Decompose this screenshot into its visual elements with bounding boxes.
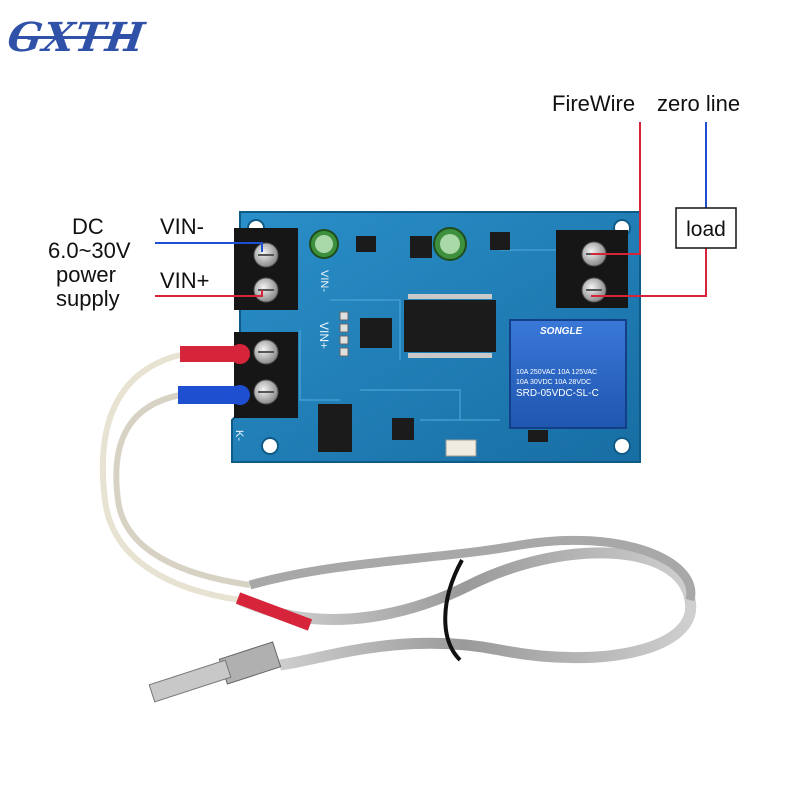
main-ic-pins [408, 294, 492, 358]
mount-hole-bl [261, 437, 279, 455]
load-return-wire [591, 248, 707, 297]
secondary-ic-chip [360, 318, 392, 348]
relay-model: SRD-05VDC-SL-C [516, 388, 599, 399]
relay [509, 319, 627, 429]
vin-plus-wire [155, 290, 263, 297]
firewire-label: FireWire [552, 91, 636, 116]
inductor [410, 236, 432, 258]
ring-lug-blue [178, 385, 250, 405]
small-ic-chip [392, 418, 414, 440]
vin-minus-label: VIN- [160, 214, 204, 239]
power-source-line1: DC [72, 214, 104, 239]
power-terminal-block [234, 228, 298, 310]
smd-transistor-2 [490, 232, 510, 250]
smd-transistor-1 [356, 236, 376, 252]
firewire-wire [591, 122, 641, 255]
power-source-line2: 6.0~30V [48, 238, 131, 263]
relay-rating-2: 10A 30VDC 10A 28VDC [516, 379, 591, 386]
bottom-ic-chip [318, 404, 352, 452]
silk-vin-minus: VIN- [318, 270, 330, 292]
ring-lug-red [180, 344, 250, 364]
zero-line-label: zero line [657, 91, 741, 116]
relay-brand: SONGLE [540, 326, 583, 337]
capacitor-left [309, 229, 339, 259]
vin-minus-wire [155, 242, 263, 252]
silk-k: K- [233, 430, 245, 441]
silk-vin-plus: VIN+ [317, 322, 331, 349]
thermocouple-probe-head [148, 641, 282, 703]
load-label: load [686, 218, 726, 241]
jst-connector [445, 439, 477, 457]
header-pins [339, 311, 349, 357]
main-ic-chip [404, 300, 496, 352]
relay-rating-1: 10A 250VAC 10A 125VAC [516, 369, 597, 376]
power-source-line4: supply [56, 286, 120, 311]
pcb-traces [299, 249, 560, 421]
thermocouple-cable [99, 352, 697, 671]
vin-plus-label: VIN+ [160, 268, 210, 293]
load-box [675, 207, 737, 249]
power-source-line3: power [56, 262, 116, 287]
smd-transistor-3 [528, 430, 548, 442]
mount-hole-br [613, 437, 631, 455]
capacitor-right [433, 227, 467, 261]
